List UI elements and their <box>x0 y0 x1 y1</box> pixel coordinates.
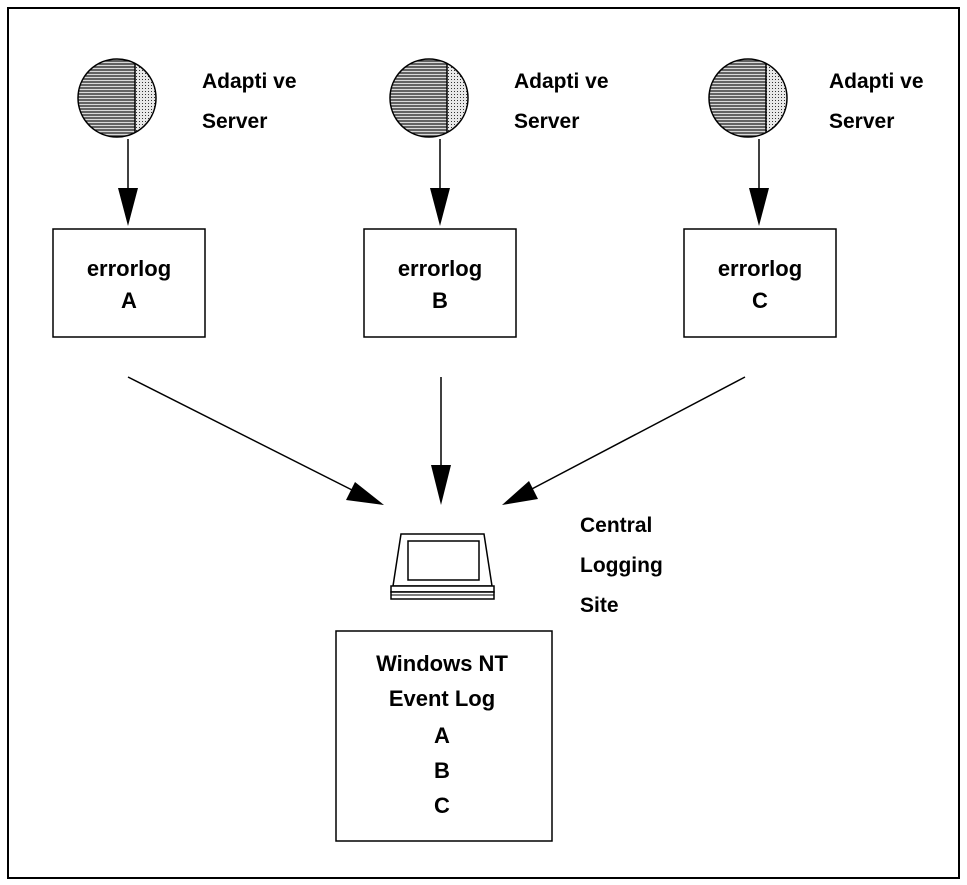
computer-icon <box>390 533 495 600</box>
errorlog-title: errorlog <box>398 256 482 281</box>
central-label-line1: Central <box>580 514 652 537</box>
event-log-title-line2: Event Log <box>389 686 495 711</box>
errorlog-title: errorlog <box>718 256 802 281</box>
arrow-log-c-to-central <box>502 376 746 505</box>
event-log-title-line1: Windows NT <box>376 651 508 676</box>
central-label-line3: Site <box>580 594 619 617</box>
errorlog-id: B <box>432 288 448 313</box>
errorlog-title: errorlog <box>87 256 171 281</box>
event-log-entry: C <box>434 793 450 818</box>
server-label-line1: Adapti ve <box>202 70 297 93</box>
server-label-line1: Adapti ve <box>829 70 924 93</box>
arrow-log-b-to-central <box>431 377 451 505</box>
adaptive-server-a: Adapti ve Server <box>77 58 297 138</box>
arrow-server-b-to-log-b <box>430 139 450 226</box>
event-log-entry: B <box>434 758 450 783</box>
errorlog-c-box: errorlog C <box>683 228 837 338</box>
central-logging-site-label: Central Logging Site <box>580 514 663 617</box>
server-label-line2: Server <box>202 110 267 133</box>
event-log-entry: A <box>434 723 450 748</box>
errorlog-a-box: errorlog A <box>52 228 206 338</box>
errorlog-id: A <box>121 288 137 313</box>
arrow-server-c-to-log-c <box>749 139 769 226</box>
event-log-box: Windows NT Event Log A B C <box>335 630 553 842</box>
central-label-line2: Logging <box>580 554 663 577</box>
errorlog-id: C <box>752 288 768 313</box>
server-label-line1: Adapti ve <box>514 70 609 93</box>
diagram-border <box>7 7 960 879</box>
arrow-log-a-to-central <box>127 376 384 505</box>
server-label-line2: Server <box>829 110 894 133</box>
adaptive-server-c: Adapti ve Server <box>708 58 924 138</box>
server-label-line2: Server <box>514 110 579 133</box>
arrow-server-a-to-log-a <box>118 139 138 226</box>
errorlog-b-box: errorlog B <box>363 228 517 338</box>
adaptive-server-b: Adapti ve Server <box>389 58 609 138</box>
